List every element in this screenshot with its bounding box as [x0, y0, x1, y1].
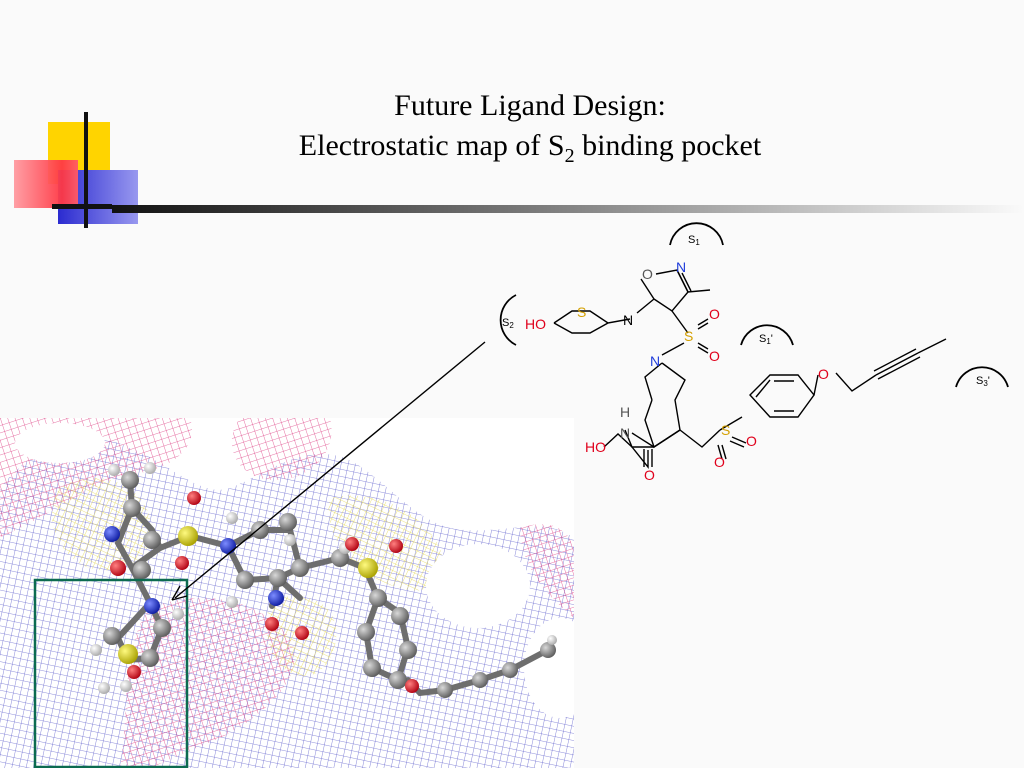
atom-o-sulfonyl-1a: O [709, 306, 720, 322]
atom-o-sulfonyl-1b: O [709, 348, 720, 364]
atom-o-amide: O [644, 467, 655, 483]
atom-o-ether: O [818, 366, 829, 382]
s2-pocket-label: S2 [502, 317, 514, 330]
s1-prime-pocket-arc [740, 324, 794, 346]
atom-n-amide: N [620, 425, 630, 441]
atom-o-sulfonyl-2b: O [714, 454, 725, 470]
atom-n-thiomorpholine: N [623, 312, 633, 328]
atom-ho-left: HO [525, 316, 546, 332]
s1-pocket-arc [669, 222, 724, 246]
highlight-box [33, 578, 189, 768]
atom-ho-amide: HO [585, 439, 606, 455]
atom-o-isoxazole: O [642, 266, 653, 282]
s1-prime-pocket-label: S1' [759, 333, 773, 346]
ball-and-stick-ligand [90, 462, 557, 698]
s3-prime-pocket-arc [955, 366, 1009, 388]
atom-s-sulfonyl-2: S [721, 422, 730, 438]
s2-pocket-arc [499, 294, 517, 346]
atom-s-thiomorpholine: S [577, 304, 586, 320]
slide-title: Future Ligand Design: Electrostatic map … [180, 86, 880, 176]
s3-prime-pocket-label: S3' [976, 375, 990, 388]
title-line-2: Electrostatic map of S2 binding pocket [298, 129, 762, 167]
atom-n-isoxazole: N [676, 259, 686, 275]
electrostatic-map-render [0, 418, 574, 768]
atom-o-sulfonyl-2a: O [746, 433, 757, 449]
atom-s-sulfonyl-1: S [684, 328, 693, 344]
chemical-structure: S1 S2 S1' S3' [499, 222, 1009, 483]
s1-pocket-label: S1 [688, 234, 700, 247]
atom-h-amide: H [620, 404, 630, 420]
atom-n-piperidine: N [650, 353, 660, 369]
title-line-1: Future Ligand Design: [394, 89, 666, 122]
